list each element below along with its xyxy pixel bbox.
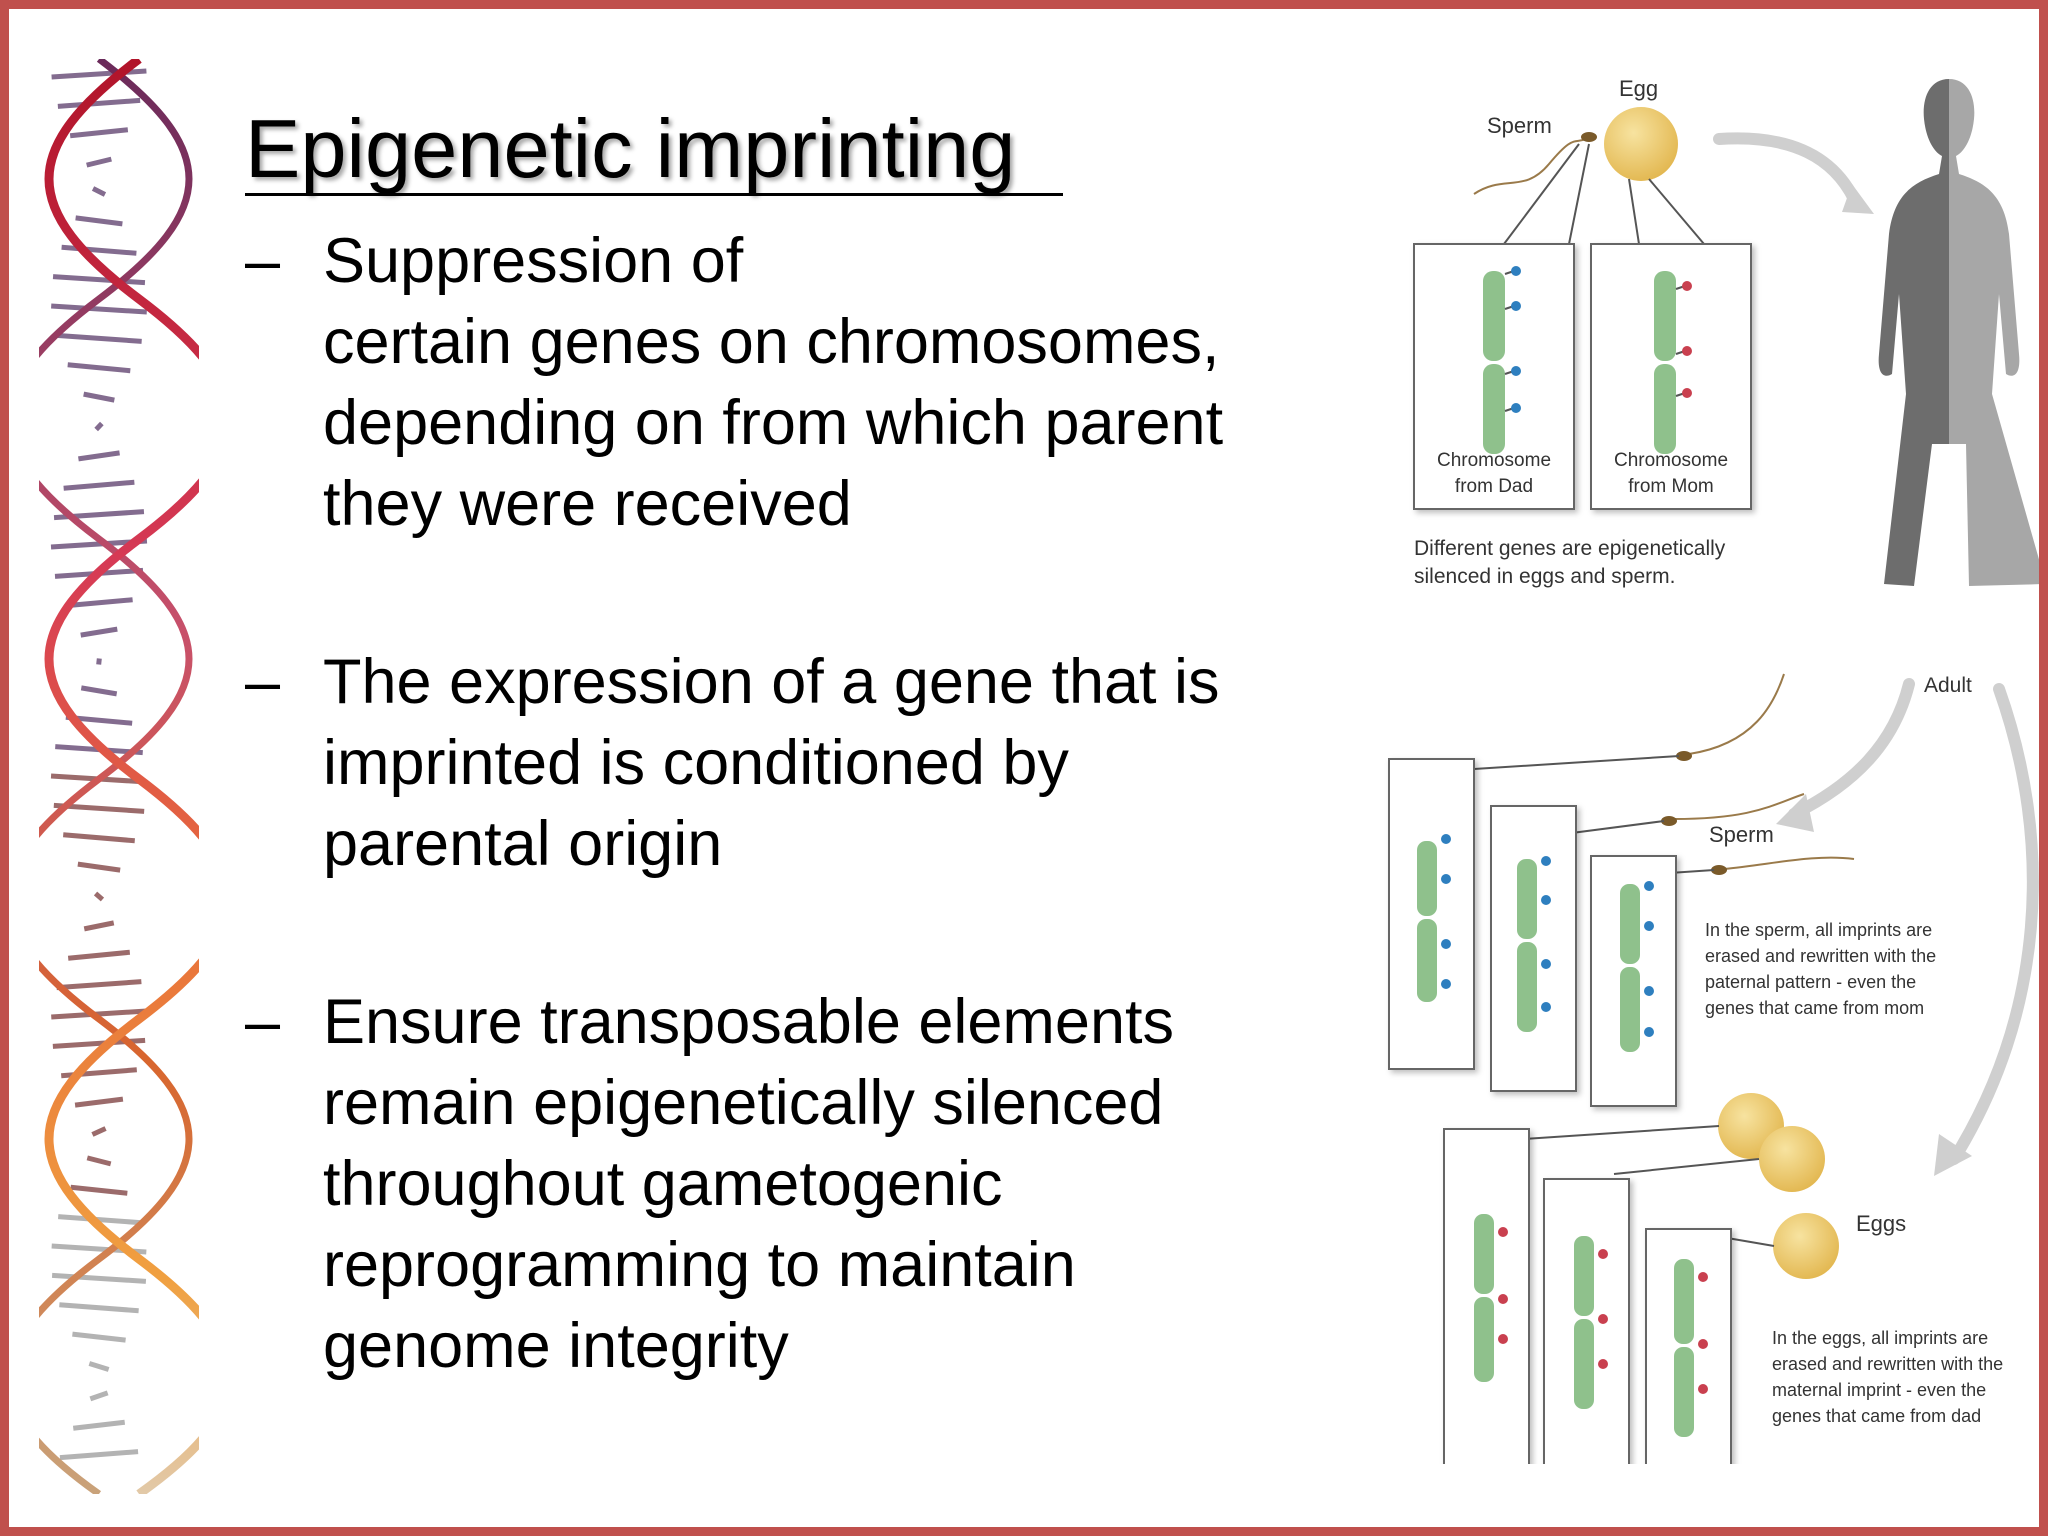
dna-rung: [77, 861, 121, 873]
bullet-item: – The expression of a gene that is impri…: [245, 642, 1365, 885]
dna-rung: [88, 1361, 110, 1372]
dna-rung: [86, 156, 112, 168]
dna-rung: [57, 97, 141, 109]
sperm-label-middle: Sperm: [1709, 822, 1774, 847]
dna-rung: [65, 597, 133, 609]
top-caption: Different genes are epigenetically: [1414, 537, 1726, 560]
title-underline: [245, 193, 1063, 196]
bullet-line: imprinted is conditioned by: [323, 728, 1069, 798]
dna-rung: [93, 891, 105, 902]
chromosome-dad-label: from Dad: [1455, 476, 1533, 497]
sperm-tail-icon: [1473, 138, 1587, 195]
eggs-caption: erased and rewritten with the: [1772, 1354, 2003, 1374]
dna-rung: [51, 1008, 147, 1020]
top-caption: silenced in eggs and sperm.: [1414, 565, 1676, 588]
eggs-caption: genes that came from dad: [1772, 1406, 1981, 1426]
bullet-line: The expression of a gene that is: [323, 647, 1220, 717]
arrow-to-sperm-icon: [1788, 678, 1915, 820]
bullet-line: reprogramming to maintain: [323, 1230, 1076, 1300]
dna-rung: [83, 391, 115, 403]
bullet-line: Suppression of: [323, 226, 744, 296]
dad-chromosome: [1483, 266, 1521, 454]
dna-rung: [70, 1184, 128, 1196]
dna-rung: [51, 303, 147, 315]
slide-title: Epigenetic imprinting: [245, 102, 1016, 195]
dna-rung: [78, 450, 120, 462]
dna-rung: [75, 215, 123, 227]
bullet-line: remain epigenetically silenced: [323, 1068, 1164, 1138]
dna-rung: [56, 979, 142, 991]
eggs-caption: In the eggs, all imprints are: [1772, 1328, 1988, 1348]
eggs-label: Eggs: [1856, 1211, 1906, 1236]
egg-box: [1443, 1128, 1530, 1464]
dna-rung: [63, 832, 135, 844]
dna-rung: [56, 332, 142, 344]
dna-rung: [58, 1214, 140, 1226]
bullet-line: they were received: [323, 469, 852, 539]
dna-rung: [74, 1096, 124, 1108]
dna-rung: [52, 274, 146, 286]
dna-rung: [59, 1302, 139, 1314]
sperm-chromosomes: [1417, 834, 1654, 1052]
dna-rung: [63, 479, 135, 491]
bullet-line: parental origin: [323, 809, 723, 879]
bullet-line: genome integrity: [323, 1311, 789, 1381]
dna-rung: [80, 685, 118, 697]
bullet-list: – Suppression of certain genes on chromo…: [245, 221, 1365, 1387]
chromosome-dad-label: Chromosome: [1437, 450, 1551, 471]
bullet-line: throughout gametogenic: [323, 1149, 1003, 1219]
sperm-head-icon: [1581, 132, 1597, 142]
dna-helix-image: [39, 59, 199, 1494]
dna-rung: [86, 1155, 112, 1167]
sperm-label-top: Sperm: [1487, 113, 1552, 138]
dna-rung: [94, 421, 104, 432]
sperm-caption: In the sperm, all imprints are: [1705, 920, 1932, 940]
bullet-dash: –: [245, 987, 281, 1057]
sperm-caption: paternal pattern - even the: [1705, 972, 1916, 992]
eggs-caption: maternal imprint - even the: [1772, 1380, 1986, 1400]
bullet-line: depending on from which parent: [323, 388, 1224, 458]
egg-label: Egg: [1619, 76, 1658, 101]
dna-rung: [80, 626, 118, 638]
imprinting-diagram: Egg Sperm Chromosome f: [1388, 76, 2039, 1464]
dna-rung: [72, 1419, 126, 1431]
egg-chromosomes: [1474, 1214, 1708, 1437]
bullet-dash: –: [245, 226, 281, 296]
bullet-line: certain genes on chromosomes,: [323, 307, 1220, 377]
dna-rung: [59, 1449, 139, 1461]
adult-label: Adult: [1924, 674, 1972, 697]
bullet-item: – Suppression of certain genes on chromo…: [245, 221, 1365, 545]
chromosome-mom-label: from Mom: [1628, 476, 1714, 497]
sperm-caption: erased and rewritten with the: [1705, 946, 1936, 966]
dna-rung: [67, 949, 131, 961]
sperm-group: [1661, 673, 1855, 875]
dna-rung: [96, 658, 102, 665]
dna-rung: [89, 1390, 109, 1402]
dna-rung: [51, 1272, 147, 1284]
adult-silhouette-icon: [1878, 79, 2039, 586]
arrow-to-adult-icon: [1713, 132, 1860, 205]
chromosome-mom-label: Chromosome: [1614, 450, 1728, 471]
egg-icon: [1759, 1126, 1825, 1192]
bullet-line: Ensure transposable elements: [323, 987, 1174, 1057]
dna-rung: [51, 68, 147, 80]
mom-chromosome: [1654, 271, 1692, 454]
dna-rung: [91, 186, 107, 197]
dna-rung: [61, 244, 137, 256]
dna-rung: [91, 1126, 107, 1137]
arrow-to-eggs-icon: [1948, 683, 2039, 1165]
dna-rung: [72, 1331, 126, 1343]
egg-icon: [1773, 1213, 1839, 1279]
dna-rung: [83, 920, 115, 932]
egg-icon: [1604, 107, 1678, 181]
bullet-item: – Ensure transposable elements remain ep…: [245, 982, 1365, 1387]
dna-rung: [67, 362, 131, 374]
sperm-caption: genes that came from mom: [1705, 998, 1924, 1018]
bullet-dash: –: [245, 647, 281, 717]
dna-rung: [69, 127, 129, 139]
